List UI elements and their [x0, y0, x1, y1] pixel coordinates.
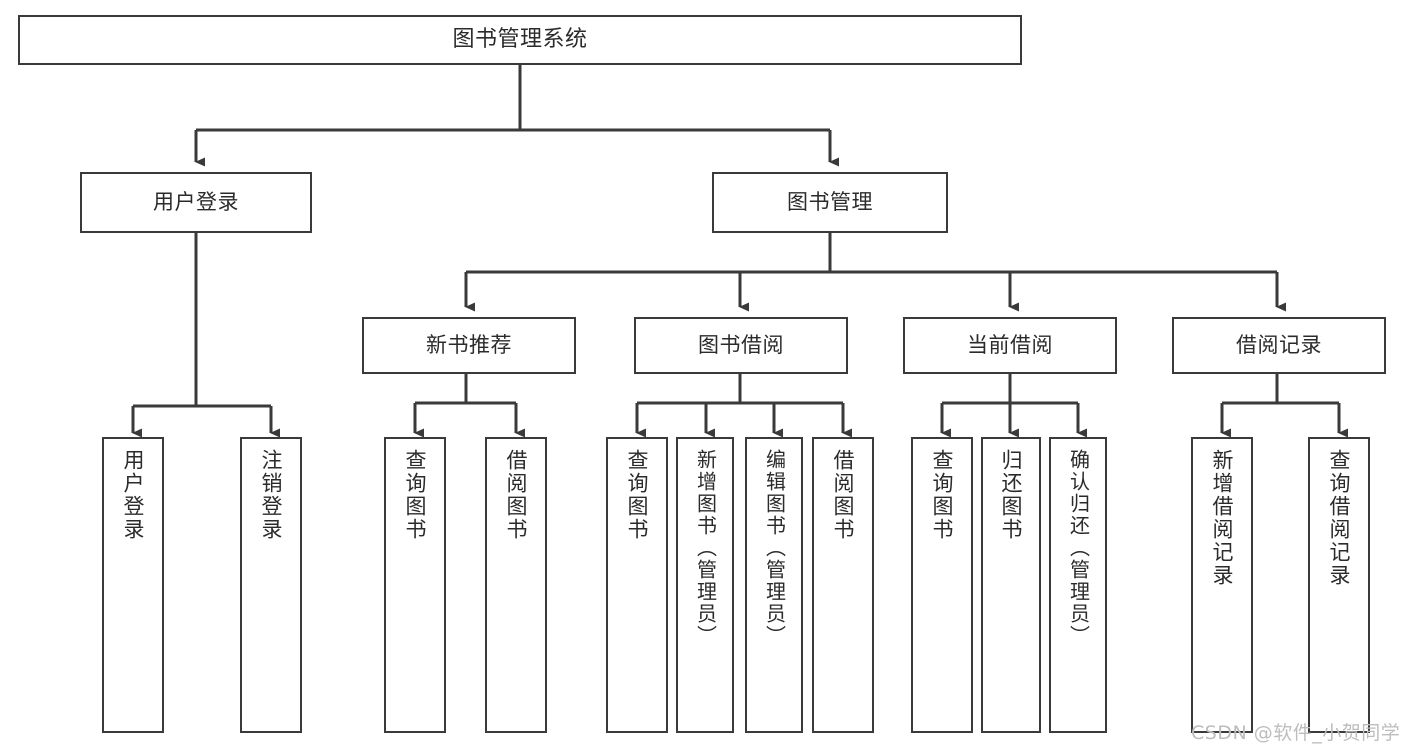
node-leaf-add-record-label: 新增借阅记录	[1210, 449, 1235, 587]
csdn-watermark: CSDN @软件_小贺同学	[1191, 722, 1401, 744]
node-book-management-label: 图书管理	[787, 190, 873, 215]
node-user-login[interactable]: 用户登录	[80, 172, 312, 233]
node-new-book-recommend-label: 新书推荐	[426, 333, 512, 358]
node-leaf-logout-login-label: 注销登录	[259, 449, 284, 541]
node-borrow-record-label: 借阅记录	[1236, 333, 1322, 358]
node-leaf-return-book[interactable]: 归还图书	[981, 437, 1041, 733]
node-leaf-confirm-return-label: 确认归还（管理员）	[1066, 449, 1091, 647]
node-leaf-edit-book-label: 编辑图书（管理员）	[762, 449, 787, 647]
node-current-borrow[interactable]: 当前借阅	[903, 317, 1117, 374]
node-book-borrow[interactable]: 图书借阅	[634, 317, 848, 374]
node-leaf-confirm-return[interactable]: 确认归还（管理员）	[1049, 437, 1107, 733]
node-current-borrow-label: 当前借阅	[967, 333, 1053, 358]
node-user-login-label: 用户登录	[153, 190, 239, 215]
node-leaf-user-login-label: 用户登录	[121, 449, 146, 541]
node-leaf-query-book-3-label: 查询图书	[930, 449, 955, 541]
node-leaf-query-book-1-label: 查询图书	[403, 449, 428, 541]
node-book-management[interactable]: 图书管理	[712, 172, 948, 233]
node-new-book-recommend[interactable]: 新书推荐	[362, 317, 576, 374]
node-leaf-add-book[interactable]: 新增图书（管理员）	[676, 437, 734, 733]
node-root-label: 图书管理系统	[452, 27, 588, 53]
node-leaf-query-book-1[interactable]: 查询图书	[384, 437, 446, 733]
node-leaf-add-book-label: 新增图书（管理员）	[693, 449, 718, 647]
node-leaf-query-record-label: 查询借阅记录	[1327, 449, 1352, 587]
node-book-borrow-label: 图书借阅	[698, 333, 784, 358]
node-leaf-borrow-book-2-label: 借阅图书	[831, 449, 856, 541]
node-leaf-query-book-3[interactable]: 查询图书	[911, 437, 973, 733]
node-leaf-query-book-2-label: 查询图书	[625, 449, 650, 541]
node-leaf-query-record[interactable]: 查询借阅记录	[1308, 437, 1370, 733]
node-leaf-logout-login[interactable]: 注销登录	[240, 437, 302, 733]
node-leaf-query-book-2[interactable]: 查询图书	[606, 437, 668, 733]
node-borrow-record[interactable]: 借阅记录	[1172, 317, 1386, 374]
node-root[interactable]: 图书管理系统	[18, 15, 1022, 65]
node-leaf-return-book-label: 归还图书	[999, 449, 1024, 541]
node-leaf-user-login[interactable]: 用户登录	[102, 437, 164, 733]
node-leaf-edit-book[interactable]: 编辑图书（管理员）	[745, 437, 803, 733]
node-leaf-borrow-book-2[interactable]: 借阅图书	[812, 437, 874, 733]
node-leaf-borrow-book-1[interactable]: 借阅图书	[485, 437, 547, 733]
node-leaf-borrow-book-1-label: 借阅图书	[504, 449, 529, 541]
node-leaf-add-record[interactable]: 新增借阅记录	[1191, 437, 1253, 733]
